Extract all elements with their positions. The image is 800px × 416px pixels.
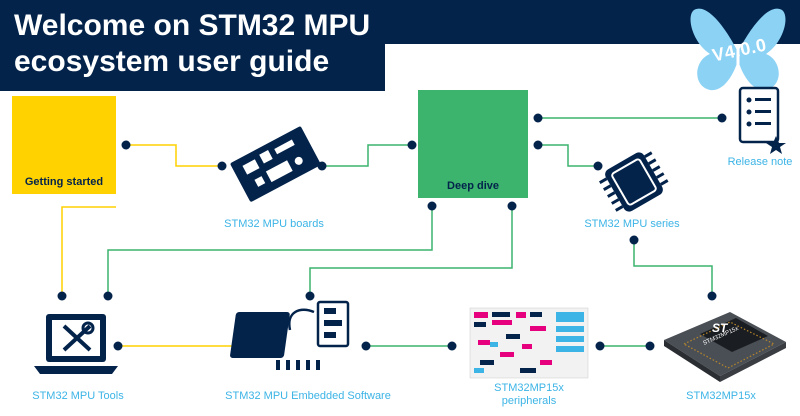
release-note-link[interactable]: Release note	[727, 156, 793, 168]
mpu-series-chip-icon	[599, 151, 669, 212]
connector-deepdive-series	[538, 144, 598, 167]
peripherals-link-line-1: STM32MP15x	[494, 382, 564, 394]
chip-logo-text: ST	[712, 321, 729, 335]
page-title: Welcome on STM32 MPU ecosystem user guid…	[14, 8, 370, 80]
page-title-line-2: ecosystem user guide	[14, 45, 330, 78]
release-note-document-icon	[738, 86, 786, 154]
peripherals-matrix-image	[469, 307, 589, 379]
page-title-line-1: Welcome on STM32 MPU	[14, 9, 371, 42]
connector-deepdive-tools	[107, 206, 433, 296]
board-icon	[230, 126, 321, 202]
peripherals-link-line-2: peripherals	[501, 395, 557, 407]
getting-started-card[interactable]: Getting started	[12, 96, 116, 194]
connector-start-boards	[126, 144, 222, 167]
connector-deepdive-software	[309, 206, 513, 296]
getting-started-label: Getting started	[24, 176, 104, 188]
butterfly-logo-icon	[690, 8, 786, 91]
connector-start-tools	[61, 206, 116, 296]
deep-dive-label: Deep dive	[447, 180, 499, 192]
deep-dive-card[interactable]: Deep dive	[418, 90, 528, 198]
title-banner	[0, 0, 800, 44]
connector-series-mp15x	[633, 240, 713, 296]
tools-laptop-icon	[34, 314, 118, 374]
embedded-software-icon	[230, 300, 350, 370]
mp15x-link[interactable]: STM32MP15x	[686, 390, 756, 402]
title-banner-extension	[0, 44, 385, 91]
embedded-software-link[interactable]: STM32 MPU Embedded Software	[225, 390, 391, 402]
tools-link[interactable]: STM32 MPU Tools	[32, 390, 124, 402]
mp15x-chip-package	[664, 312, 786, 382]
connector-boards-deepdive	[322, 144, 412, 167]
boards-link[interactable]: STM32 MPU boards	[224, 218, 324, 230]
peripherals-link[interactable]: STM32MP15x peripherals	[470, 382, 588, 408]
series-link[interactable]: STM32 MPU series	[584, 218, 680, 230]
